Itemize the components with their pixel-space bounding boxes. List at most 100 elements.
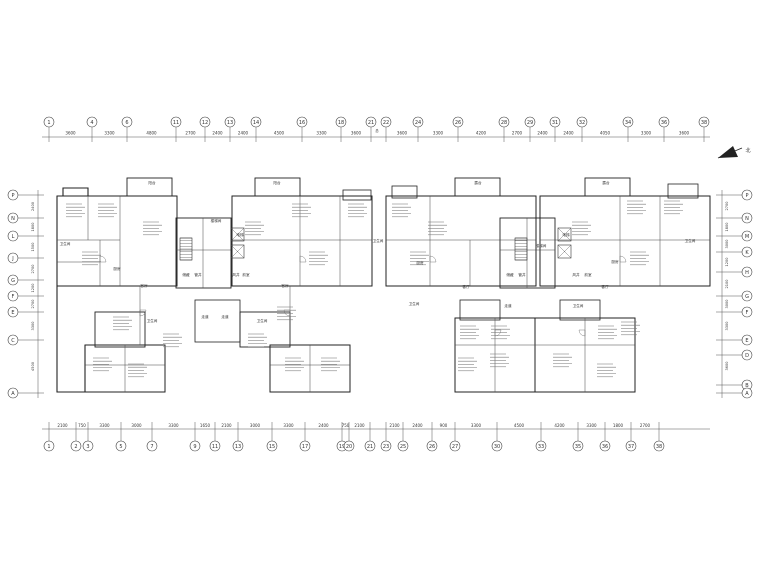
room-note-block: [627, 200, 646, 215]
balcony-outline-l1: [57, 187, 89, 197]
top-axis-bubble-11-label: 24: [415, 120, 421, 126]
bottom-dimension-text: 3000: [131, 423, 142, 428]
room-note-block: [321, 357, 340, 372]
room-note-block: [277, 306, 296, 321]
right-axis-bubble-9-label: B: [745, 383, 749, 389]
room-label-bath: 卫生间: [573, 303, 584, 308]
bottom-axis-bubble-19-label: 35: [575, 444, 581, 450]
top-axis-bubble-3-label: 11: [173, 120, 179, 126]
top-dimension-text: 3600: [679, 131, 690, 136]
elevator-box: [230, 244, 245, 259]
room-note-block: [621, 321, 640, 336]
room-label-wind: 风井: [232, 272, 240, 277]
left-axis-bubble-8-label: A: [11, 391, 15, 397]
room-note-block: [664, 200, 683, 215]
bottom-dimension-text: 2400: [412, 423, 423, 428]
top-axis-bubble-0-label: 1: [47, 120, 50, 126]
balcony-block-d: [584, 177, 631, 197]
unit-a-upper-block: [56, 195, 178, 287]
left-axis-bubble-6-label: E: [11, 310, 14, 316]
right-axis-bubble-3-label: K: [745, 250, 749, 256]
room-label-bath: 卫生间: [60, 241, 71, 246]
elevator-c2: [557, 244, 572, 259]
bottom-axis-bubble-13-label: 23: [383, 444, 389, 450]
room-label-kitchen: 厨房: [416, 260, 424, 265]
unit-a-mid-block: [94, 311, 146, 348]
bottom-dimension-text: 2400: [318, 423, 329, 428]
door-swing-0: [99, 255, 107, 263]
left-axis-bubble-7-label: C: [11, 338, 15, 344]
right-axis-bubble-4-label: H: [745, 270, 749, 276]
room-label-elevator: 电梯: [562, 232, 570, 237]
room-label-balcony_2: 阳台: [273, 180, 281, 185]
right-axis-bubble-8-label: D: [745, 353, 749, 359]
bottom-axis-bubble-3-label: 5: [119, 444, 122, 450]
top-dimension-text: 3600: [397, 131, 408, 136]
bottom-axis-bubble-10-label: 19: [339, 444, 345, 450]
right-dimension-text: 1200: [725, 258, 729, 267]
right-dimension-text: 2100: [725, 280, 729, 289]
top-dimension-text: 3300: [641, 131, 652, 136]
room-note-block: [292, 203, 311, 218]
elevator-a2: [230, 244, 245, 259]
bottom-dimension-text: 3300: [168, 423, 179, 428]
bottom-axis-bubble-1-label: 2: [74, 444, 77, 450]
top-dimension-text: 2700: [512, 131, 523, 136]
balcony-block-b2: [342, 189, 372, 201]
right-dimension-text: 2700: [725, 202, 729, 211]
bottom-axis-bubble-8-label: 15: [269, 444, 275, 450]
bottom-axis-bubble-21-label: 37: [628, 444, 634, 450]
room-label-corridor: 走道: [504, 303, 512, 308]
room-label-lobby: 前室: [242, 272, 250, 277]
unit-c-mid-block: [459, 299, 501, 321]
bottom-axis-bubble-6-label: 11: [212, 444, 218, 450]
unit-d-mid-block: [559, 299, 601, 321]
bottom-dimension-text: 2100: [389, 423, 400, 428]
north-compass-arrow: [717, 146, 743, 159]
unit-a-west-wall: [56, 196, 86, 393]
bottom-dimension-text: 2100: [57, 423, 68, 428]
bottom-dimension-text: 1650: [200, 423, 211, 428]
right-axis-bubble-7-label: E: [745, 338, 748, 344]
top-axis-bubble-17-label: 34: [625, 120, 631, 126]
left-axis-bubble-5-label: F: [12, 294, 15, 300]
room-note-block: [458, 357, 477, 372]
bottom-dimension-text: 750: [342, 423, 350, 428]
stair-outline: [179, 237, 193, 261]
door-swing-6: [619, 255, 627, 263]
room-label-bath: 卫生间: [685, 238, 696, 243]
bottom-dimension-text: 2700: [640, 423, 651, 428]
room-note-block: [572, 221, 591, 236]
top-axis-bubble-4-label: 12: [202, 120, 208, 126]
top-dimension-text: 3600: [65, 131, 76, 136]
top-dimension-text: 3600: [351, 131, 362, 136]
top-axis-bubble-13-label: 28: [501, 120, 507, 126]
balcony-block-c: [454, 177, 501, 197]
right-axis-bubble-10-label: A: [745, 391, 749, 397]
elevator-x2: [557, 244, 572, 259]
door-swing-2: [299, 255, 307, 263]
room-label-corridor: 走道: [221, 314, 229, 319]
room-note-block: [248, 333, 267, 348]
bottom-dimension-text: 4200: [554, 423, 565, 428]
right-dimension-text: 3000: [725, 300, 729, 309]
stair-core-c: [514, 237, 528, 261]
room-note-block: [598, 325, 617, 340]
top-dimension-text: 4500: [274, 131, 285, 136]
corridor-block-a: [194, 299, 241, 343]
bottom-dimension-text: 3000: [250, 423, 261, 428]
room-label-bath: 卫生间: [147, 318, 158, 323]
room-label-storage: 储藏: [182, 272, 190, 277]
bottom-axis-bubble-4-label: 7: [150, 444, 153, 450]
bottom-dimension-text: 2100: [354, 423, 365, 428]
top-dimension-text: 3300: [104, 131, 115, 136]
left-dimension-text: 2700: [31, 300, 35, 309]
elevator-c1: [557, 227, 572, 242]
left-dimension-text: 3300: [31, 322, 35, 331]
room-label-hall: 客厅: [140, 283, 148, 288]
left-dimension-text: 1200: [31, 284, 35, 293]
room-note-block: [410, 251, 429, 266]
elevator-x2: [230, 227, 245, 242]
bottom-dimension-text: 3300: [586, 423, 597, 428]
